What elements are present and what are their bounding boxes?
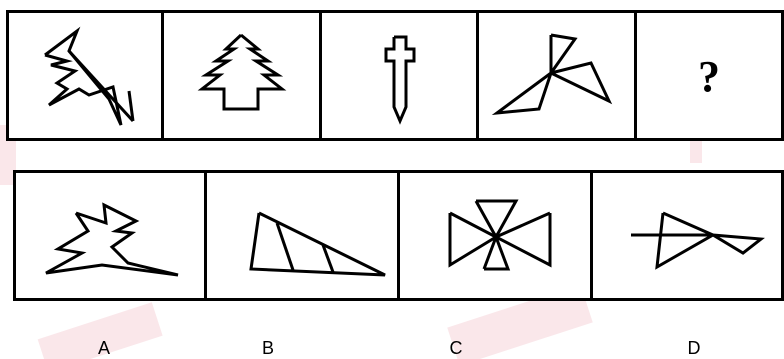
option-d-label[interactable]: D — [688, 338, 701, 359]
question-figure-3 — [319, 10, 479, 141]
question-figure-5: ? — [634, 10, 784, 141]
option-b-label[interactable]: B — [262, 338, 274, 359]
bowtie-cross-figure-icon — [400, 173, 590, 298]
triangle-pinwheel-figure-icon — [479, 13, 634, 138]
question-figure-4 — [476, 10, 637, 141]
zigzag-star-figure-icon — [16, 173, 204, 298]
option-c-figure[interactable] — [397, 170, 593, 301]
question-mark: ? — [637, 51, 781, 102]
crossed-triangles-figure-icon — [593, 173, 781, 298]
question-figure-1 — [6, 10, 164, 141]
subdivided-triangle-figure-icon — [207, 173, 397, 298]
pine-tree-figure-icon — [164, 13, 319, 138]
question-figure-2 — [161, 10, 322, 141]
option-d-figure[interactable] — [590, 170, 784, 301]
sword-figure-icon — [322, 13, 476, 138]
option-a-label[interactable]: A — [98, 338, 110, 359]
option-b-figure[interactable] — [204, 170, 400, 301]
option-c-label[interactable]: C — [450, 338, 463, 359]
zigzag-lightning-figure-icon — [9, 13, 161, 138]
option-a-figure[interactable] — [13, 170, 207, 301]
